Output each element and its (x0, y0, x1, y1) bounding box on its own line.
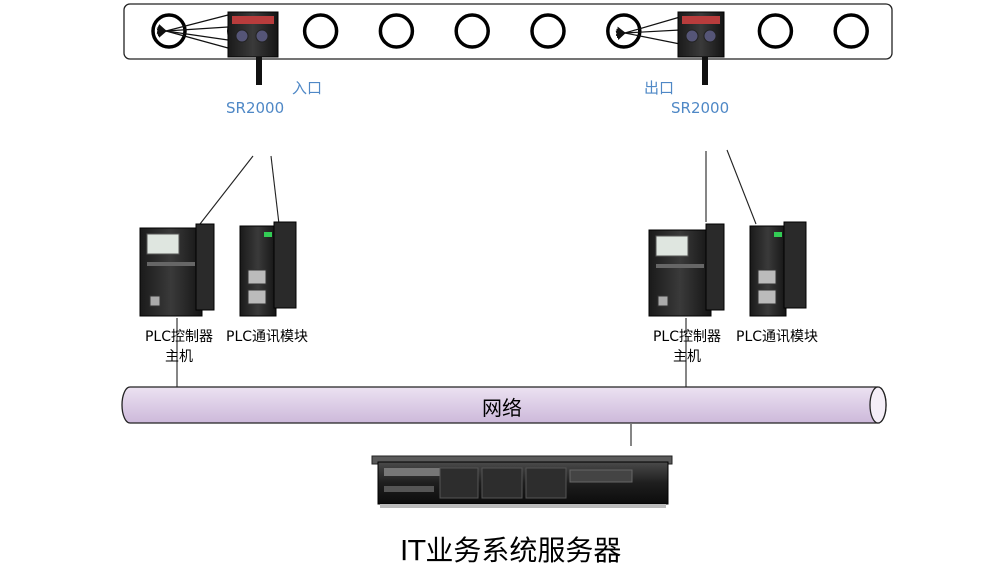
plc-main-caption-line2: 主机 (673, 349, 701, 365)
barcode-scanner-exit (615, 11, 725, 85)
conveyor-ring (378, 13, 415, 49)
plc-main-caption-1: PLC控制器 主机 (136, 327, 222, 367)
plc-comm-module-1 (239, 221, 297, 317)
scanner-model-label-entrance: SR2000 (226, 99, 285, 117)
plc-main-unit-2 (648, 223, 725, 317)
conveyor-ring (530, 13, 566, 49)
plc-main-unit-1 (139, 223, 215, 317)
plc-main-caption-2: PLC控制器 主机 (644, 327, 730, 367)
conveyor-ring (606, 13, 642, 49)
plc-main-caption-line1: PLC控制器 (652, 329, 722, 345)
barcode-scanner-entrance (156, 11, 279, 85)
scanner-model-label-exit: SR2000 (671, 99, 730, 117)
plc-comm-caption-2: PLC通讯模块 (736, 329, 819, 345)
plc-comm-caption-1: PLC通讯模块 (226, 329, 309, 345)
network-drop-lines (176, 318, 687, 446)
scanner-connection-lines (199, 149, 757, 225)
conveyor-ring (833, 13, 869, 49)
plc-main-caption-line1: PLC控制器 (144, 329, 214, 345)
scanner-zone-label-entrance: 入口 (292, 79, 323, 97)
plc-comm-module-2 (749, 221, 807, 317)
rack-server (371, 455, 673, 508)
conveyor-ring (757, 13, 794, 49)
conveyor-ring (151, 13, 187, 49)
network-label: 网络 (482, 396, 522, 420)
scanner-zone-label-exit: 出口 (644, 79, 675, 97)
network-bus (121, 386, 887, 424)
plc-main-caption-line2: 主机 (165, 349, 193, 365)
conveyor-ring (454, 13, 490, 49)
server-label: IT业务系统服务器 (400, 534, 622, 567)
conveyor-ring (302, 13, 339, 49)
